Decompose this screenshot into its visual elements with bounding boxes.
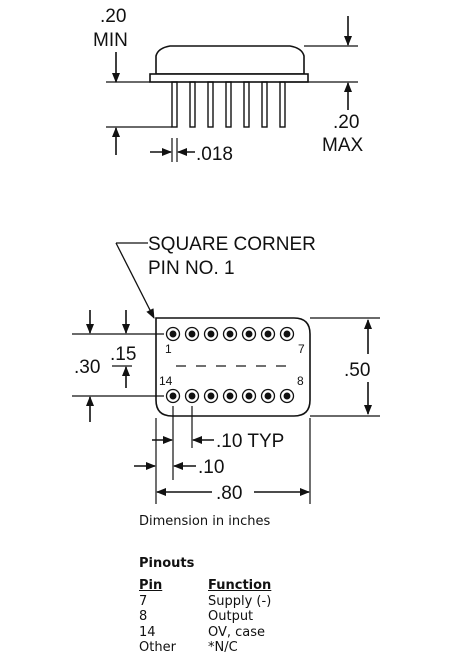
- pin-row-bottom: [165, 388, 295, 404]
- header-function: Function: [208, 578, 272, 593]
- pin-cell: 8: [139, 609, 148, 624]
- pinouts-table: Pin Function 7 Supply (-) 8 Output 14 OV…: [139, 578, 271, 656]
- package-body: [155, 45, 305, 75]
- pin-8-label: 8: [297, 374, 304, 388]
- pin-row-top: [165, 326, 295, 342]
- pin-cell: 7: [139, 593, 148, 609]
- side-max-value: .20: [333, 112, 359, 133]
- dimension-caption: Dimension in inches: [139, 514, 271, 529]
- header-pin: Pin: [139, 578, 163, 593]
- table-row: 7 Supply (-): [139, 594, 271, 610]
- function-cell: Supply (-): [208, 593, 272, 609]
- dim-height: .50: [344, 360, 370, 381]
- top-view: [72, 242, 380, 504]
- side-view: [106, 16, 358, 162]
- side-min-label: MIN: [93, 30, 128, 51]
- pin-1-label: 1: [165, 342, 172, 356]
- top-pins: [165, 326, 295, 404]
- package-outline-top: [155, 317, 311, 417]
- pinouts-section: Pinouts Pin Function 7 Supply (-) 8 Outp…: [139, 556, 271, 656]
- side-max-label: MAX: [322, 135, 364, 156]
- dim-pitch: .10 TYP: [216, 431, 284, 452]
- table-row: 8 Output: [139, 609, 271, 625]
- pin-one-label: PIN NO. 1: [148, 258, 235, 279]
- square-corner-label: SQUARE CORNER: [148, 234, 316, 255]
- function-cell: OV, case: [208, 624, 266, 640]
- pin-cell: Other: [139, 640, 176, 655]
- pin-7-label: 7: [298, 342, 305, 356]
- pinouts-title: Pinouts: [139, 556, 195, 571]
- dim-width: .80: [216, 483, 242, 504]
- dim-left-outer: .30: [74, 357, 100, 378]
- table-row: 14 OV, case: [139, 625, 271, 641]
- function-cell: *N/C: [208, 640, 238, 655]
- lead-diameter-label: .018: [196, 144, 233, 165]
- package-base: [149, 73, 309, 83]
- side-min-value: .20: [100, 6, 126, 27]
- function-cell: Output: [208, 609, 254, 624]
- dim-left-inner: .15: [110, 344, 136, 365]
- mechanical-drawing: .20 MIN .20 MAX .018 SQUARE CORNER PIN N…: [72, 6, 380, 504]
- pin-cell: 14: [139, 624, 156, 640]
- pin-14-label: 14: [159, 374, 173, 388]
- table-row: Other *N/C: [139, 640, 271, 656]
- side-leads: [171, 81, 286, 128]
- dim-edge: .10: [198, 457, 224, 478]
- pinouts-header-row: Pin Function: [139, 578, 271, 594]
